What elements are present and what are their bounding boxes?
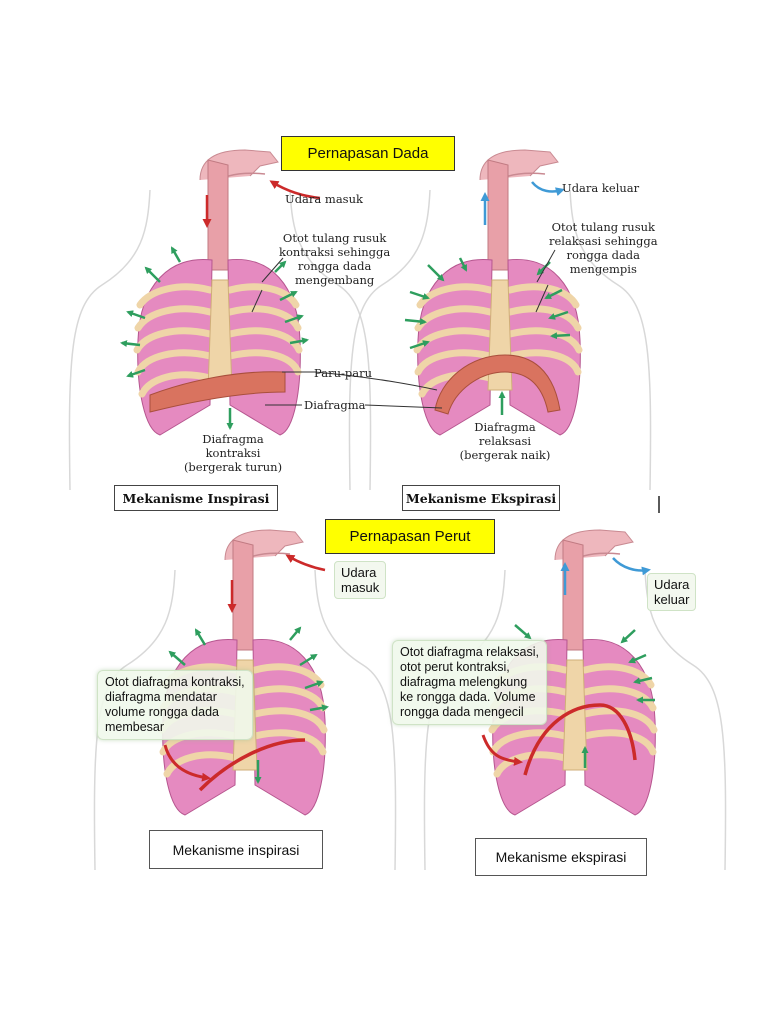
air-in-label: Udara masuk	[285, 192, 363, 206]
abdominal-breathing-title: Pernapasan Perut	[325, 519, 495, 554]
air-out-label: Udara keluar	[562, 181, 640, 195]
rib-relaxation-label: Otot tulang rusuk relaksasi sehingga ron…	[549, 220, 658, 276]
diaphragm-contraction-label: Diafragma kontraksi (bergerak turun)	[183, 432, 283, 474]
abdominal-inspiration-caption: Mekanisme inspirasi	[149, 830, 323, 869]
chest-breathing-title: Pernapasan Dada	[281, 136, 455, 171]
air-in-callout: Udara masuk	[334, 561, 387, 599]
expiration-mechanism-caption: Mekanisme Ekspirasi	[402, 485, 560, 511]
inspiration-mechanism-caption: Mekanisme Inspirasi	[114, 485, 278, 511]
diaphragm-relaxation-callout: Otot diafragma relaksasi, otot perut kon…	[392, 640, 547, 725]
air-out-callout: Udara keluar	[647, 573, 697, 611]
diaphragm-contraction-callout: Otot diafragma kontraksi, diafragma mend…	[97, 670, 253, 740]
lungs-label: Paru-paru	[314, 366, 372, 380]
diaphragm-label: Diafragma	[304, 398, 366, 412]
diaphragm-relaxation-label: Diafragma relaksasi (bergerak naik)	[459, 420, 551, 462]
abdominal-expiration-caption: Mekanisme ekspirasi	[475, 838, 647, 876]
rib-contraction-label: Otot tulang rusuk kontraksi sehingga ron…	[279, 231, 391, 287]
